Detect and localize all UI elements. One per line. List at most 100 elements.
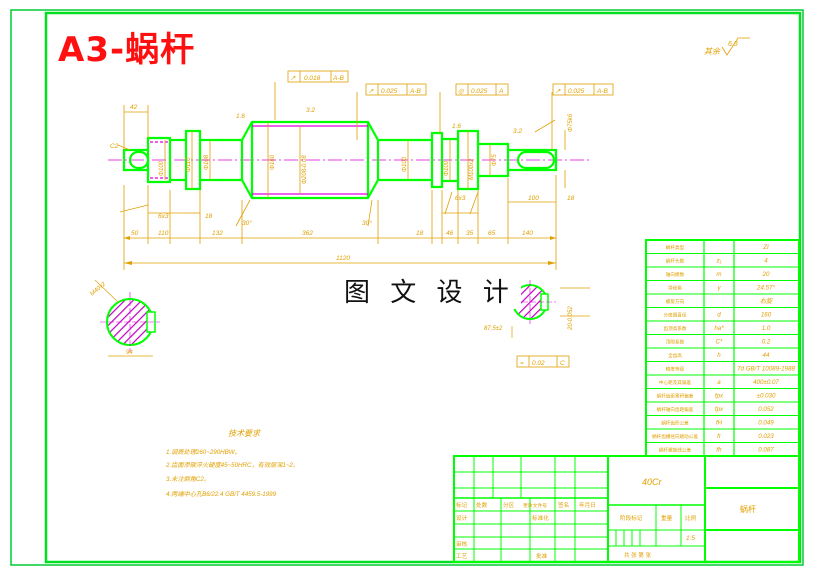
roughness-note-label: 其余 <box>704 47 721 56</box>
dim-label-1-6-left: 1.6 <box>236 113 245 120</box>
dim-seg-6: 46 <box>446 230 454 237</box>
svg-text:Φ108: Φ108 <box>204 154 210 170</box>
tech-item-4: 4.两端中心孔B6/22.4 GB/T 4459.5-1999 <box>166 490 277 498</box>
param-val-cell: 0.023 <box>758 433 774 440</box>
tolerance-frame-4: ↗ 0.025 A-B <box>552 83 614 96</box>
tech-item-2: 2.齿面渗碳淬火硬度45~50HRC，有效层深1~2。 <box>165 461 299 469</box>
tol-2-value: 0.025 <box>381 88 398 95</box>
param-sym-cell: h <box>717 352 721 359</box>
section-view-left <box>94 279 160 357</box>
param-sym-cell: z₁ <box>715 257 721 264</box>
param-name-cell: 蜗杆轴向齿距偏差 <box>657 406 694 413</box>
tol-3-symbol: ◎ <box>458 88 465 95</box>
dim-seg-7: 35 <box>466 230 474 237</box>
tolerance-frame-2: ↗ 0.025 A-B <box>365 83 427 96</box>
tol-2-datum: A-B <box>409 88 422 95</box>
param-val-cell: 160 <box>761 311 772 318</box>
param-name-cell: 蜗杆齿槽径向跳动公差 <box>652 433 698 440</box>
param-val-cell: 1.0 <box>762 325 771 332</box>
param-name-cell: 全齿高 <box>668 352 682 359</box>
tb-signature: 签名 <box>558 501 569 509</box>
param-val-cell: 4 <box>764 257 768 264</box>
outer-border <box>10 9 804 566</box>
svg-text:Φ100: Φ100 <box>402 156 408 172</box>
dimension-lines <box>117 82 566 270</box>
param-name-cell: 顶隙系数 <box>666 338 685 345</box>
svg-text:Φ100: Φ100 <box>444 160 450 176</box>
shaft-outline <box>122 120 558 200</box>
tb-material: 40Cr <box>642 477 663 487</box>
dim-seg-9: 140 <box>522 230 533 237</box>
param-val-cell: ±0.030 <box>757 392 776 399</box>
tol-4-value: 0.025 <box>568 88 585 95</box>
tb-approve: 批准 <box>536 552 548 560</box>
param-sym-cell: fpx <box>715 392 724 399</box>
tech-item-1: 1.调质处理260~290HBW。 <box>166 448 241 456</box>
param-name-cell: 齿顶高系数 <box>664 325 687 332</box>
dim-label-1-6-right: 1.6 <box>452 123 461 130</box>
tb-stage: 阶段标记 <box>620 514 643 522</box>
tol-3-datum: A <box>498 88 503 95</box>
dim-label-100: 100 <box>528 195 539 202</box>
roughness-note-value: 6.3 <box>728 41 738 48</box>
dim-label-angle-right: 30° <box>362 219 372 227</box>
param-val-cell: 400±0.07 <box>753 379 779 386</box>
tech-title: 技术要求 <box>228 429 261 438</box>
param-name-cell: 中心距及其偏差 <box>659 379 692 386</box>
dimension-texts: 1120 50 110 132 362 18 46 35 65 140 42 C… <box>110 104 575 262</box>
title-block <box>453 455 800 563</box>
svg-text:M100x2: M100x2 <box>469 158 475 180</box>
dim-total: 1120 <box>336 255 350 262</box>
param-name-cell: 蜗杆头数 <box>666 257 685 264</box>
section-right-flatness: 20-0.052 <box>568 306 574 331</box>
section-left-width: 94 <box>126 350 133 356</box>
dim-label-angle-left: 30° <box>242 219 252 227</box>
tol-4-symbol: ↗ <box>555 88 561 95</box>
dim-label-3-2-right: 3.2 <box>513 128 522 135</box>
svg-text:Φ208-0.08: Φ208-0.08 <box>302 155 308 184</box>
param-val-cell: 0.049 <box>758 419 774 426</box>
dim-seg-4: 362 <box>302 230 313 237</box>
param-val-cell: 0.2 <box>762 338 771 345</box>
param-sym-cell: m <box>716 271 721 278</box>
dimension-arrows <box>124 236 556 265</box>
tb-count: 处数 <box>476 501 488 509</box>
tol-2-symbol: ↗ <box>368 88 374 95</box>
tol-4-datum: A-B <box>596 88 609 95</box>
tol-5-symbol: = <box>520 360 524 367</box>
drawing-title: A3-蜗杆 <box>58 30 196 70</box>
tolerance-frame-1: ↗ 0.018 A-B <box>287 70 349 83</box>
param-name-cell: 蜗杆齿距累积偏差 <box>657 392 694 399</box>
dim-seg-8: 65 <box>488 230 496 237</box>
tolerance-frame-5: = 0.02 C <box>516 355 570 368</box>
title-block-texts: 40Cr 蜗杆 1:5 标记 处数 分区 更改文件号 签名 年月日 设计 标准化… <box>456 477 756 560</box>
tol-5-value: 0.02 <box>532 360 545 367</box>
dim-label-6x3-left: 6x3 <box>158 213 169 220</box>
svg-text:Φ75: Φ75 <box>492 154 498 166</box>
dim-label-3-2-top: 3.2 <box>306 107 315 114</box>
param-name-cell: 蜗杆类型 <box>666 244 685 251</box>
param-name-cell: 精度等级 <box>666 365 685 372</box>
tb-design: 设计 <box>456 514 468 522</box>
param-sym-cell: fH <box>716 419 723 426</box>
dim-label-18-right: 18 <box>567 195 575 202</box>
tb-ratio: 比例 <box>685 514 697 522</box>
tb-scale: 1:5 <box>686 535 695 542</box>
dim-seg-3: 132 <box>212 230 223 237</box>
tb-standardize: 标准化 <box>532 514 549 522</box>
tb-review: 审核 <box>456 540 468 548</box>
param-val-cell: 24.57° <box>756 284 775 291</box>
param-sym-cell: fpx <box>715 406 724 413</box>
tol-1-value: 0.018 <box>304 75 321 82</box>
tol-5-datum: C <box>560 360 565 367</box>
tb-mark: 标记 <box>456 501 468 509</box>
param-name-cell: 轴向模数 <box>666 271 685 278</box>
param-val-cell: 20 <box>762 271 770 278</box>
dim-seg-1: 50 <box>131 230 139 237</box>
dim-label-6x3-right: 6x3 <box>455 195 466 202</box>
section-right-depth: 87.5±2 <box>484 326 503 332</box>
dim-seg-5: 18 <box>416 230 424 237</box>
diameter-labels: Φ100 Φ110 Φ108 Φ160 Φ208-0.08 Φ100 Φ100 … <box>159 113 574 184</box>
tb-change-doc: 更改文件号 <box>523 502 547 509</box>
